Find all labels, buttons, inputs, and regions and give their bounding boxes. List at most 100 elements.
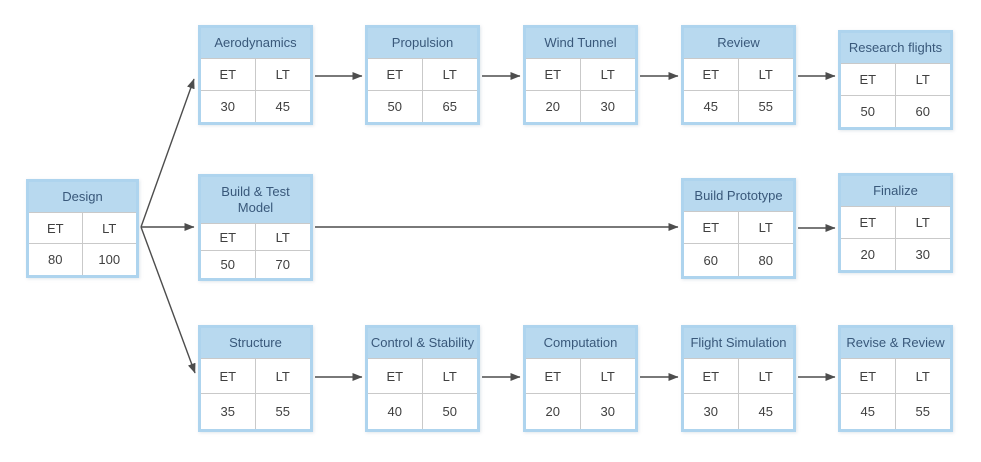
lt-label: LT: [422, 59, 477, 91]
et-value: 40: [368, 394, 423, 429]
lt-value: 55: [915, 404, 930, 419]
et-label: ET: [684, 59, 739, 91]
task-table: ET LT 30 45: [684, 359, 793, 429]
et-label: ET: [201, 224, 256, 251]
et-label: ET: [368, 59, 423, 91]
lt-value: 30: [600, 404, 615, 419]
et-label: ET: [526, 359, 581, 394]
task-table: ET LT 40 50: [368, 359, 477, 429]
task-title: Finalize: [841, 176, 950, 207]
task-title: Structure: [201, 328, 310, 359]
et-value: 60: [684, 244, 739, 276]
lt-value: 55: [275, 404, 290, 419]
et-label: ET: [29, 213, 83, 244]
lt-label: LT: [738, 212, 793, 244]
lt-value: 55: [758, 98, 773, 114]
et-value: 20: [841, 238, 896, 270]
connector-design-structure[interactable]: [140, 226, 196, 374]
et-label: ET: [526, 59, 581, 91]
et-label: ET: [368, 359, 423, 394]
task-table: ET LT 20 30: [526, 359, 635, 429]
task-table: ET LT 50 65: [368, 59, 477, 122]
task-node-research-flights[interactable]: Research flights ET LT 50 60: [838, 30, 953, 130]
task-node-build-test-model[interactable]: Build & Test Model ET LT 50 70: [198, 174, 313, 281]
task-node-propulsion[interactable]: Propulsion ET LT 50 65: [365, 25, 480, 125]
et-value: 50: [368, 90, 423, 122]
et-label: ET: [684, 359, 739, 394]
lt-label: LT: [255, 359, 310, 394]
et-label: ET: [841, 64, 896, 96]
et-label: ET: [201, 59, 256, 91]
task-node-revise-review[interactable]: Revise & Review ET LT 45 55: [838, 325, 953, 432]
lt-value: 50: [442, 404, 457, 419]
et-value: 80: [29, 244, 83, 275]
task-table: ET LT 60 80: [684, 212, 793, 276]
task-table: ET LT 30 45: [201, 59, 310, 122]
task-title: Flight Simulation: [684, 328, 793, 359]
lt-label: LT: [255, 59, 310, 91]
lt-value: 70: [275, 257, 290, 272]
lt-value: 80: [758, 252, 773, 268]
lt-value: 30: [915, 246, 930, 262]
et-label: ET: [841, 359, 896, 394]
et-label: ET: [201, 359, 256, 394]
task-table: ET LT 50 60: [841, 64, 950, 127]
task-title: Revise & Review: [841, 328, 950, 359]
et-value: 45: [684, 90, 739, 122]
task-table: ET LT 50 70: [201, 224, 310, 278]
task-node-finalize[interactable]: Finalize ET LT 20 30: [838, 173, 953, 273]
et-value: 45: [841, 394, 896, 429]
lt-label: LT: [580, 359, 635, 394]
task-title: Research flights: [841, 33, 950, 64]
task-table: ET LT 45 55: [841, 359, 950, 429]
et-label: ET: [841, 207, 896, 239]
task-node-wind-tunnel[interactable]: Wind Tunnel ET LT 20 30: [523, 25, 638, 125]
task-table: ET LT 80 100: [29, 213, 136, 275]
lt-label: LT: [895, 207, 950, 239]
task-table: ET LT 20 30: [841, 207, 950, 270]
lt-label: LT: [580, 59, 635, 91]
lt-value: 45: [758, 404, 773, 419]
lt-value: 45: [275, 98, 290, 114]
task-node-build-prototype[interactable]: Build Prototype ET LT 60 80: [681, 178, 796, 279]
lt-label: LT: [738, 59, 793, 91]
et-value: 20: [526, 90, 581, 122]
task-title: Review: [684, 28, 793, 59]
task-title: Control & Stability: [368, 328, 477, 359]
task-node-computation[interactable]: Computation ET LT 20 30: [523, 325, 638, 432]
et-value: 30: [684, 394, 739, 429]
task-node-design[interactable]: Design ET LT 80 100: [26, 179, 139, 278]
task-title: Wind Tunnel: [526, 28, 635, 59]
task-node-aerodynamics[interactable]: Aerodynamics ET LT 30 45: [198, 25, 313, 125]
lt-value: 100: [98, 252, 121, 267]
task-title: Computation: [526, 328, 635, 359]
task-title: Aerodynamics: [201, 28, 310, 59]
lt-label: LT: [895, 359, 950, 394]
lt-label: LT: [255, 224, 310, 251]
task-table: ET LT 20 30: [526, 59, 635, 122]
lt-label: LT: [738, 359, 793, 394]
task-title: Build Prototype: [684, 181, 793, 212]
et-label: ET: [684, 212, 739, 244]
et-value: 50: [201, 251, 256, 278]
task-table: ET LT 35 55: [201, 359, 310, 429]
task-node-flight-simulation[interactable]: Flight Simulation ET LT 30 45: [681, 325, 796, 432]
lt-label: LT: [82, 213, 136, 244]
et-value: 50: [841, 95, 896, 127]
task-title: Design: [29, 182, 136, 213]
task-table: ET LT 45 55: [684, 59, 793, 122]
task-node-structure[interactable]: Structure ET LT 35 55: [198, 325, 313, 432]
task-title: Propulsion: [368, 28, 477, 59]
lt-value: 65: [442, 98, 457, 114]
lt-label: LT: [422, 359, 477, 394]
lt-value: 30: [600, 98, 615, 114]
lt-label: LT: [895, 64, 950, 96]
connector-design-aerodynamics[interactable]: [140, 78, 195, 228]
et-value: 30: [201, 90, 256, 122]
task-node-review[interactable]: Review ET LT 45 55: [681, 25, 796, 125]
lt-value: 60: [915, 103, 930, 119]
task-node-control-stability[interactable]: Control & Stability ET LT 40 50: [365, 325, 480, 432]
et-value: 20: [526, 394, 581, 429]
